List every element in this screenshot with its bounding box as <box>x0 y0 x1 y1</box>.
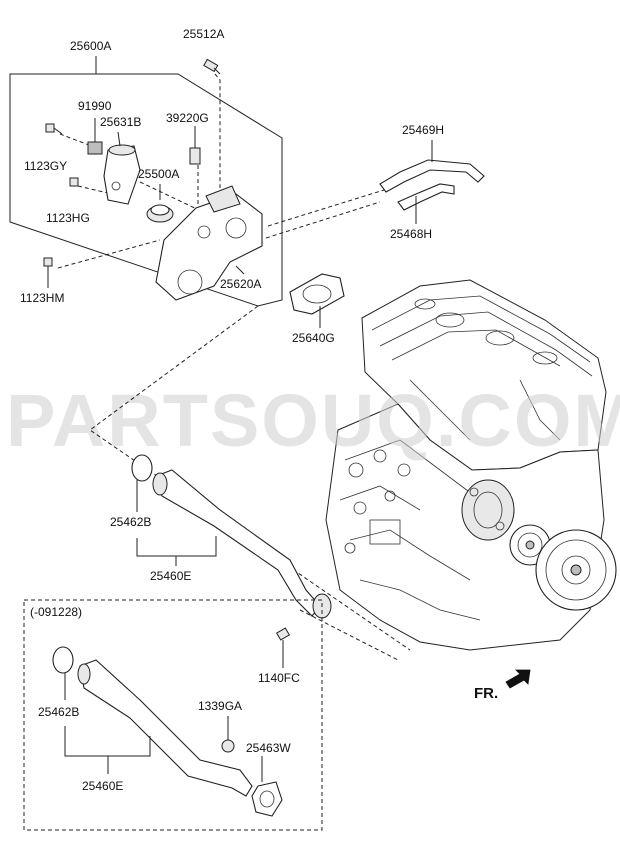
gasket-25640G <box>289 273 345 328</box>
fitting-25631B <box>103 131 141 205</box>
front-arrow-icon <box>505 669 531 689</box>
bolt-25512A <box>203 58 221 75</box>
housing-25620A <box>155 185 263 301</box>
watermark: PARTSOUQ.COM <box>6 379 620 462</box>
label-25620A: 25620A <box>220 277 261 291</box>
label-1123GY: 1123GY <box>24 159 67 173</box>
hose-25469H <box>379 140 485 193</box>
nut-1339GA <box>221 716 235 753</box>
hose-25468H <box>397 183 455 224</box>
o-ring-25462B-upper <box>131 454 153 512</box>
label-1140FC: 1140FC <box>258 671 300 685</box>
clip-91990 <box>87 118 103 155</box>
label-91990: 91990 <box>78 99 112 113</box>
thermostat-25500A <box>146 184 174 223</box>
label-25512A: 25512A <box>183 27 224 41</box>
bolt-1123HM <box>43 257 53 288</box>
assembly-25600A-frame <box>9 56 283 307</box>
o-ring-25462B-lower <box>52 646 74 700</box>
label-1123HG: 1123HG <box>46 211 90 225</box>
engine-assembly <box>325 279 617 651</box>
label-1123HM: 1123HM <box>20 291 64 305</box>
label-25600A: 25600A <box>70 39 111 53</box>
pipe-25460E-lower <box>64 659 253 797</box>
label-25469H: 25469H <box>402 123 444 137</box>
gasket-25463W <box>251 756 283 817</box>
label-25462B-lower: 25462B <box>38 705 79 719</box>
variant-box <box>23 599 323 831</box>
bolt-1140FC <box>275 627 291 668</box>
variant-note: (-091228) <box>30 605 82 619</box>
pipe-25460E-upper <box>136 469 332 619</box>
part-labels: 25600A 25512A 91990 25631B 39220G 1123GY… <box>20 27 498 793</box>
bolt-1123GY <box>45 123 63 135</box>
front-direction-label: FR. <box>474 685 498 702</box>
label-1339GA: 1339GA <box>198 699 242 713</box>
label-25500A: 25500A <box>138 167 179 181</box>
label-25468H: 25468H <box>390 227 432 241</box>
label-25460E-lower: 25460E <box>82 779 123 793</box>
bolt-1123HG <box>69 177 79 187</box>
label-25460E-upper: 25460E <box>150 569 191 583</box>
label-25640G: 25640G <box>292 331 335 345</box>
label-25631B: 25631B <box>100 115 141 129</box>
sensor-39220G <box>189 126 201 165</box>
label-25463W: 25463W <box>246 741 291 755</box>
label-25462B-upper: 25462B <box>110 515 151 529</box>
label-39220G: 39220G <box>166 111 209 125</box>
